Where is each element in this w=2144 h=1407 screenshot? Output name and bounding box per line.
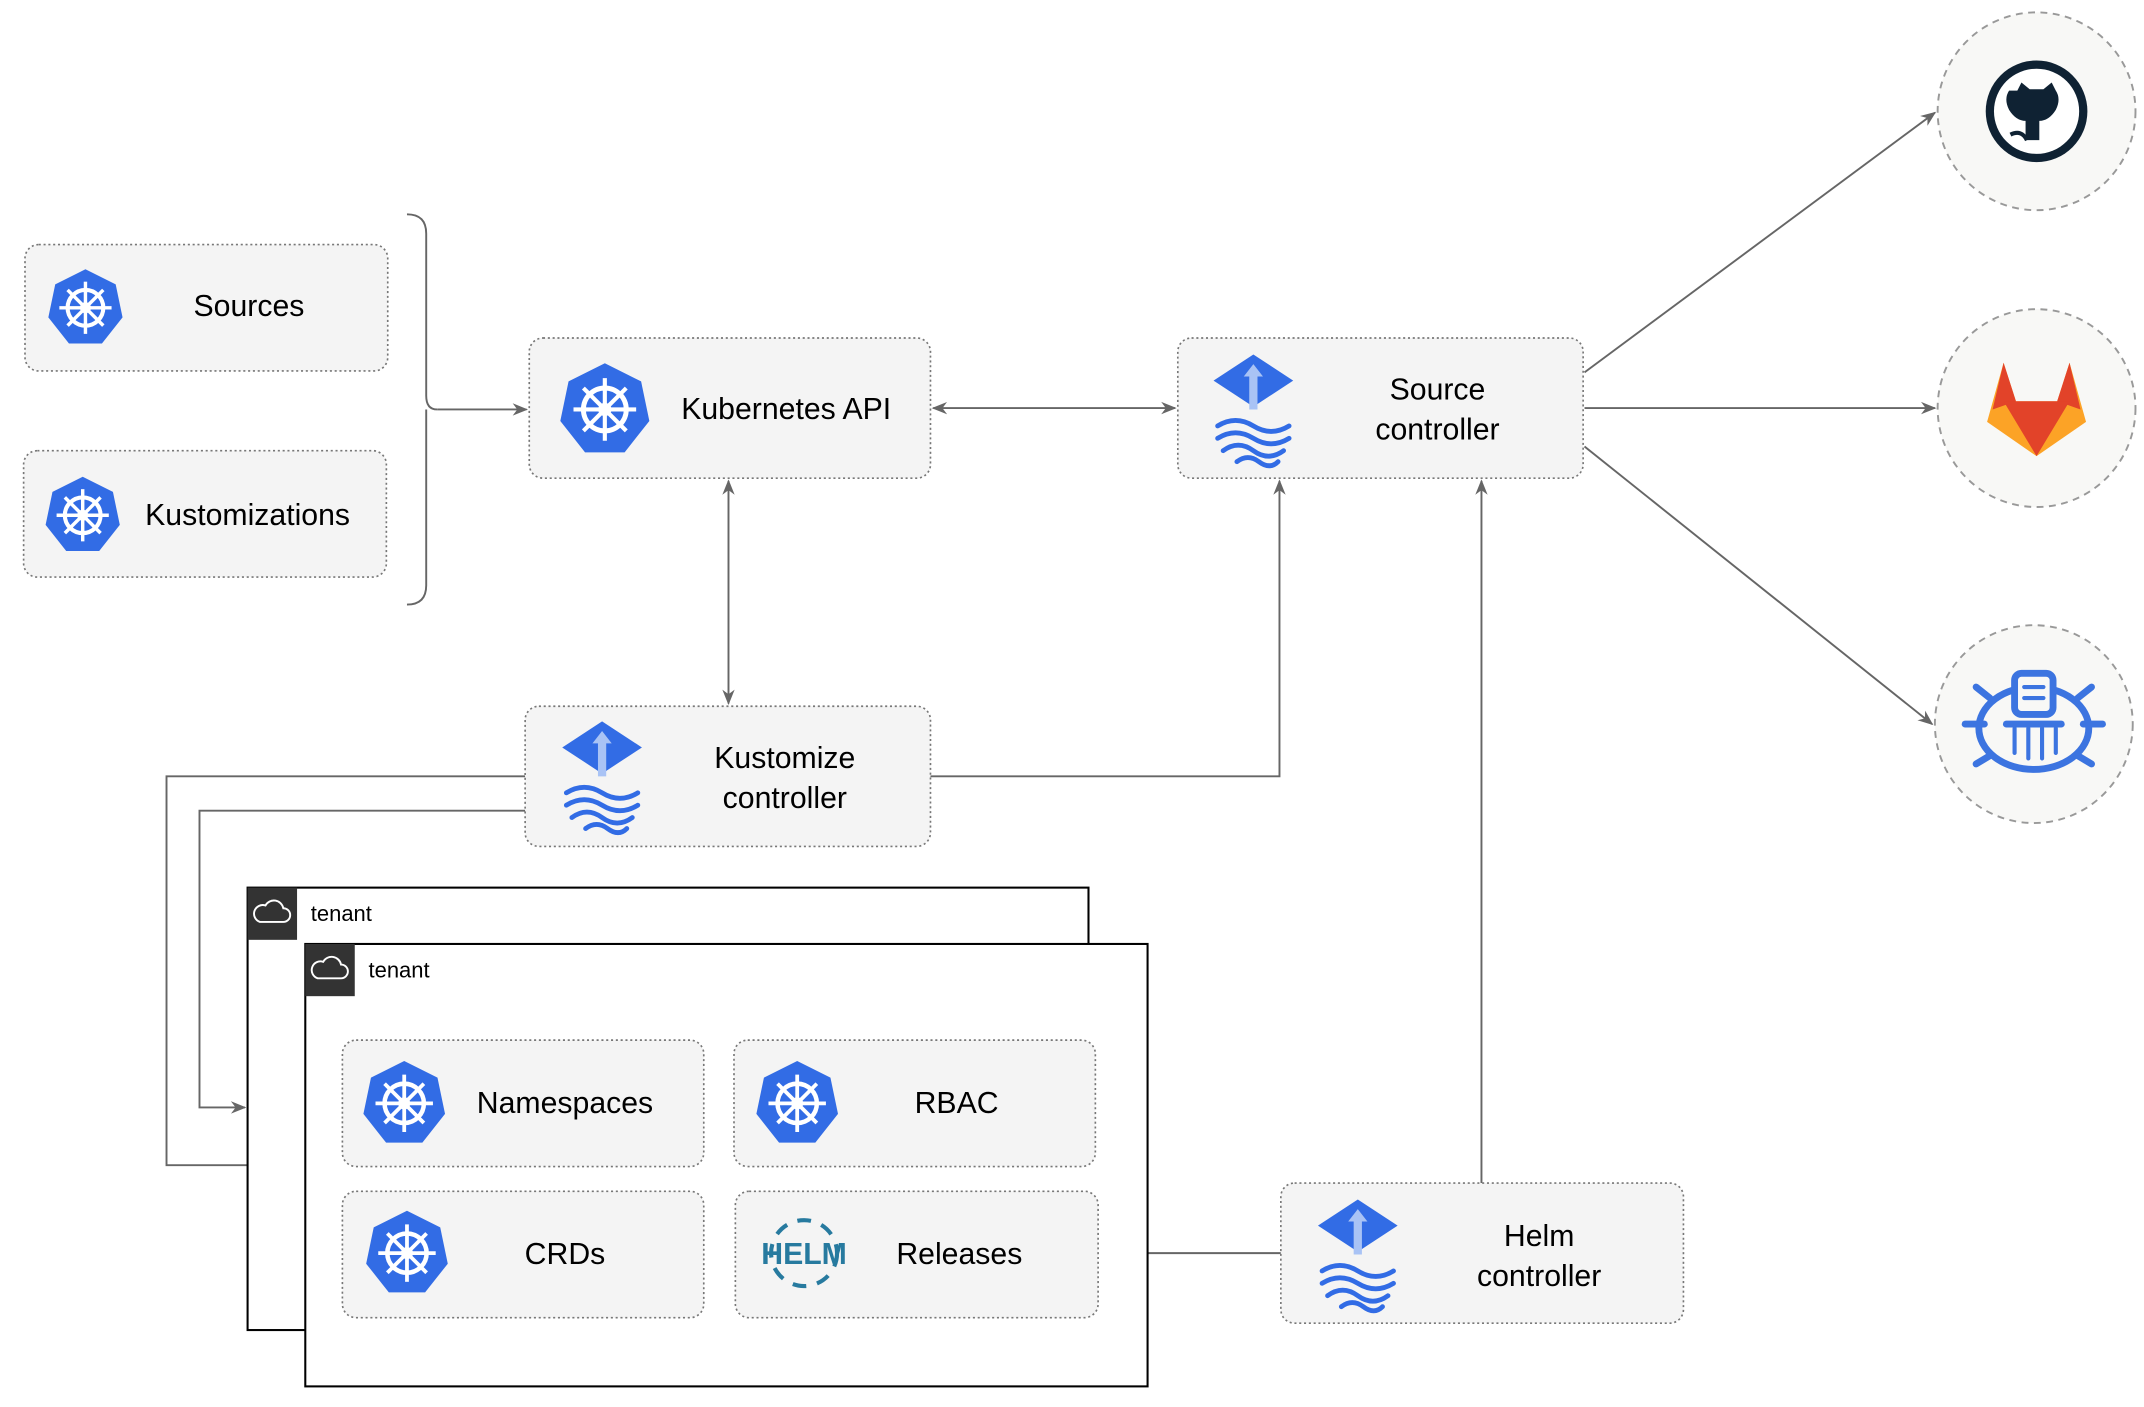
grouping-bracket bbox=[406, 213, 438, 606]
node-label: controller bbox=[1375, 414, 1499, 447]
node-rbac[interactable]: RBAC bbox=[733, 1039, 1097, 1168]
node-namespaces[interactable]: Namespaces bbox=[341, 1039, 705, 1168]
node-label: Source bbox=[1390, 374, 1486, 407]
helm-icon: HELM bbox=[761, 1218, 847, 1289]
cloud-icon bbox=[247, 887, 298, 940]
node-crds[interactable]: CRDs bbox=[341, 1190, 705, 1319]
registry-node[interactable] bbox=[1933, 624, 2134, 825]
node-label: Kustomize bbox=[714, 742, 855, 775]
node-label: controller bbox=[723, 782, 847, 815]
node-label: Namespaces bbox=[477, 1087, 653, 1120]
node-source-controller[interactable]: Source controller bbox=[1176, 337, 1584, 479]
node-helm-controller[interactable]: Helm controller bbox=[1280, 1182, 1685, 1325]
edge-source-to-registry bbox=[1583, 445, 1934, 726]
node-kustomizations[interactable]: Kustomizations bbox=[22, 449, 388, 578]
edge-kustomize-to-source bbox=[930, 479, 1286, 778]
node-releases[interactable]: HELM Releases bbox=[734, 1190, 1099, 1319]
edge-kustomize-to-tenant-front bbox=[165, 775, 526, 1172]
node-label: CRDs bbox=[525, 1238, 606, 1271]
harbor-oci-registry-icon bbox=[1961, 669, 2106, 773]
node-sources[interactable]: Sources bbox=[24, 243, 389, 372]
gitlab-node[interactable] bbox=[1936, 308, 2137, 508]
node-kustomize-controller[interactable]: Kustomize controller bbox=[524, 705, 932, 848]
tenant-label: tenant bbox=[369, 958, 430, 983]
cloud-icon bbox=[305, 943, 355, 997]
node-kubernetes-api[interactable]: Kubernetes API bbox=[528, 337, 932, 479]
node-label: controller bbox=[1477, 1260, 1601, 1293]
tenant-label: tenant bbox=[311, 901, 372, 926]
node-label: Helm bbox=[1504, 1220, 1575, 1253]
node-label: Sources bbox=[194, 290, 305, 323]
node-label: Kubernetes API bbox=[681, 393, 891, 426]
edge-kustomize-to-tenant-back bbox=[198, 809, 526, 1114]
node-label: RBAC bbox=[915, 1087, 999, 1120]
node-label: Kustomizations bbox=[145, 499, 350, 532]
github-icon bbox=[1985, 60, 2088, 163]
github-node[interactable] bbox=[1936, 11, 2137, 212]
svg-text:HELM: HELM bbox=[761, 1238, 847, 1271]
gitlab-icon bbox=[1987, 362, 2087, 457]
edge-source-to-github bbox=[1583, 111, 1937, 374]
node-label: Releases bbox=[896, 1238, 1022, 1271]
